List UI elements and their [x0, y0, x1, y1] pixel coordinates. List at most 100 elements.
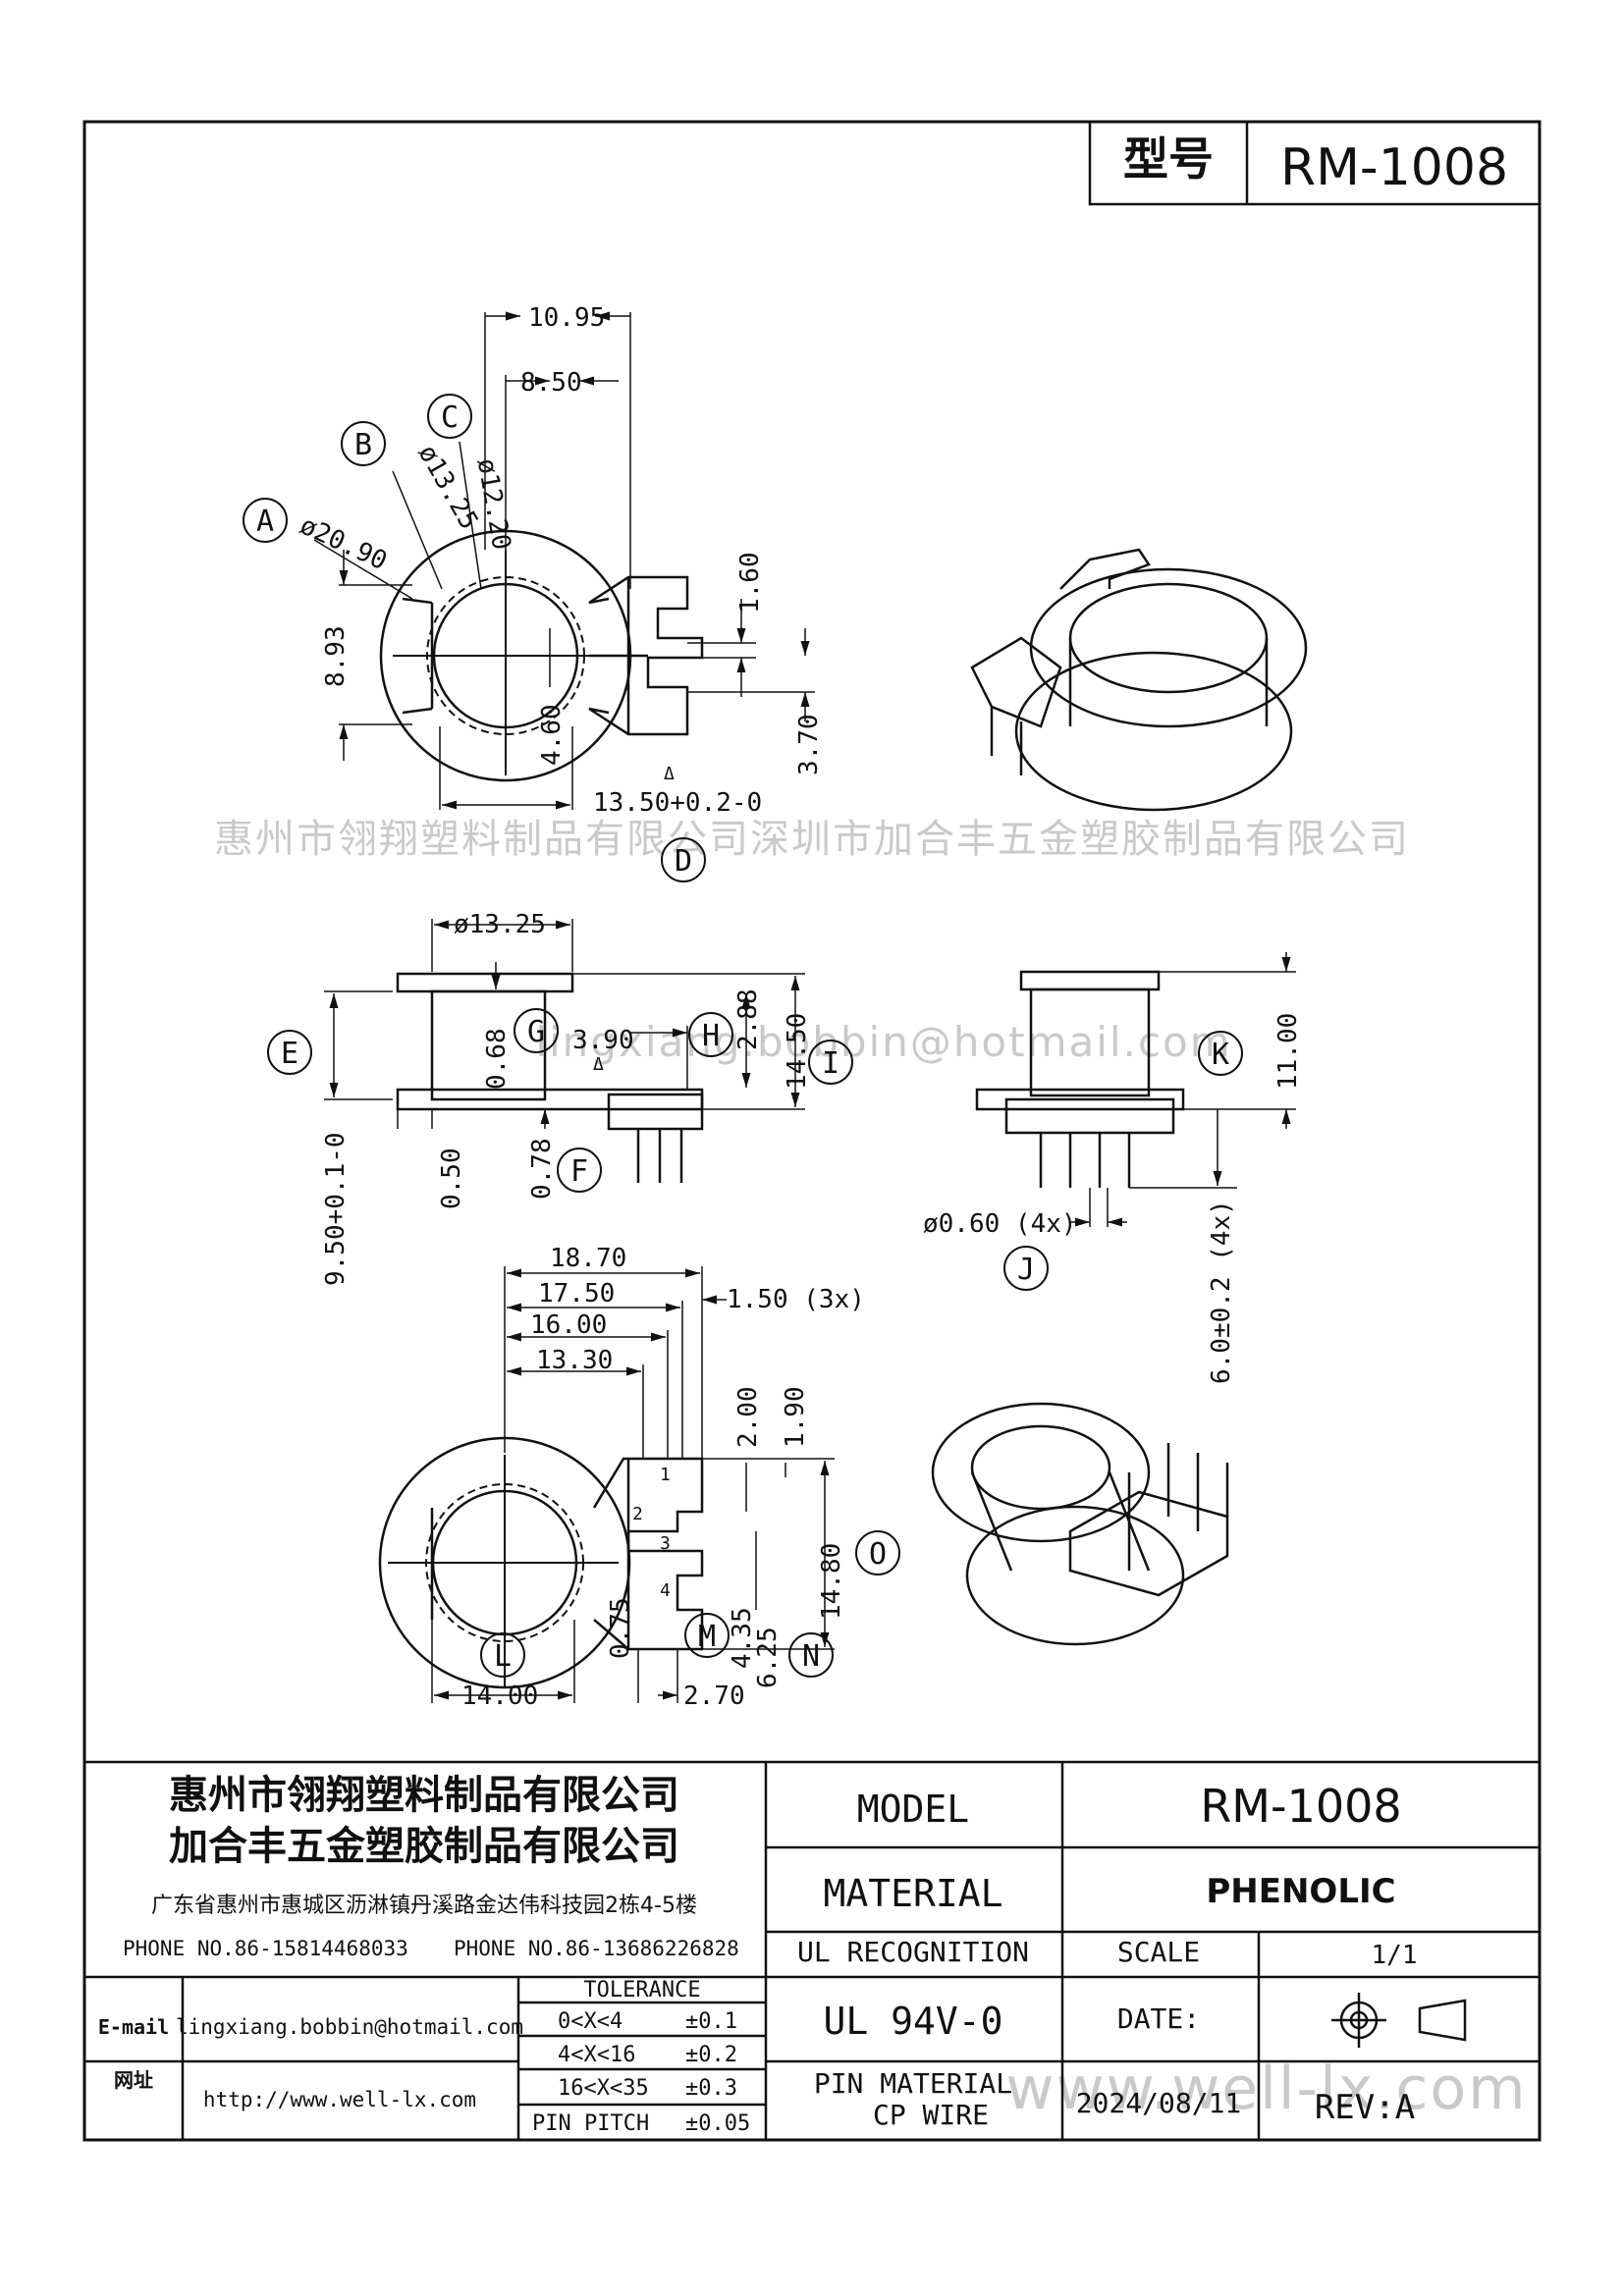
- dim-d12-20: ø12.20: [471, 456, 516, 553]
- delta-mark-2: Δ: [593, 1054, 604, 1075]
- bottom-view-callouts: L M N O: [480, 1530, 900, 1678]
- dim-14-00: 14.00: [461, 1682, 538, 1711]
- dim-16-00: 16.00: [530, 1310, 607, 1340]
- tol-range-1: 0<X<4: [558, 2009, 623, 2034]
- material-value: PHENOLIC: [1206, 1872, 1395, 1911]
- pin-2: 2: [632, 1504, 643, 1524]
- pin-1: 1: [660, 1465, 671, 1485]
- tol-value-4: ±0.05: [685, 2111, 750, 2136]
- material-label: MATERIAL: [823, 1872, 1002, 1915]
- company-address: 广东省惠州市惠城区沥淋镇丹溪路金达伟科技园2栋4-5楼: [151, 1894, 697, 1918]
- callout-m: M: [698, 1620, 716, 1654]
- phone-1: PHONE NO.86-15814468033: [123, 1937, 408, 1960]
- dim-3-70: 3.70: [794, 714, 824, 775]
- title-block-grid: [84, 1760, 1540, 2140]
- dim-11-00: 11.00: [1273, 1013, 1303, 1090]
- callout-a: A: [256, 505, 274, 539]
- web-value: http://www.well-lx.com: [203, 2088, 476, 2111]
- pin-material-label: PIN MATERIAL: [814, 2067, 1012, 2100]
- dim-d13-25: ø13.25: [412, 440, 484, 534]
- dim-0-75: 0.75: [606, 1597, 635, 1659]
- dim-3-90: 3.90: [572, 1026, 634, 1055]
- dim-14-50: 14.50: [783, 1013, 812, 1090]
- model-value: RM-1008: [1200, 1780, 1401, 1833]
- callout-b: B: [354, 428, 372, 462]
- company-2: 加合丰五金塑胶制品有限公司: [169, 1824, 679, 1869]
- bottom-view-labels: 18.70 17.50 16.00 13.30 1.50 (3x) 2.00 1…: [461, 1244, 865, 1711]
- dim-8-50: 8.50: [520, 368, 582, 398]
- dim-2-70: 2.70: [683, 1682, 745, 1711]
- callout-g: G: [527, 1015, 545, 1049]
- dim-13-50: 13.50+0.2-0: [593, 788, 762, 818]
- header-model-value: RM-1008: [1280, 138, 1508, 197]
- callout-n: N: [802, 1639, 820, 1674]
- phone-2: PHONE NO.86-13686226828: [454, 1937, 739, 1960]
- dim-2-88: 2.88: [733, 988, 763, 1050]
- callout-f: F: [570, 1154, 588, 1189]
- dim-8-93: 8.93: [321, 625, 351, 687]
- web-label: 网址: [114, 2068, 153, 2092]
- top-view-callouts: A B C D: [243, 394, 706, 882]
- date-value: 2024/08/11: [1076, 2087, 1242, 2119]
- email-label: E-mail: [98, 2015, 169, 2039]
- rev-value: REV:A: [1315, 2088, 1415, 2127]
- dim-1-60: 1.60: [735, 552, 765, 614]
- pin-material-value: CP WIRE: [873, 2099, 989, 2131]
- tol-value-3: ±0.3: [685, 2076, 737, 2101]
- tol-range-2: 4<X<16: [558, 2043, 635, 2067]
- callout-h: H: [702, 1019, 720, 1053]
- front-view-callouts: E G H I F: [267, 1008, 853, 1193]
- tol-value-1: ±0.1: [685, 2009, 737, 2034]
- dim-d0-60: ø0.60 (4x): [923, 1209, 1077, 1239]
- pin-4: 4: [660, 1580, 671, 1601]
- dim-0-50: 0.50: [437, 1148, 466, 1209]
- header-model-label: 型号: [1123, 133, 1214, 186]
- scale-label: SCALE: [1117, 1936, 1200, 1968]
- dim-1-50: 1.50 (3x): [727, 1285, 865, 1314]
- delta-mark: Δ: [664, 764, 675, 784]
- dim-13-30: 13.30: [536, 1346, 613, 1375]
- projection-symbol-icon: [1331, 1993, 1467, 2048]
- title-block-text: 惠州市翎翔塑料制品有限公司 加合丰五金塑胶制品有限公司 广东省惠州市惠城区沥淋镇…: [98, 1773, 1418, 2136]
- callout-l: L: [494, 1639, 512, 1674]
- dim-10-95: 10.95: [528, 303, 605, 333]
- side-view-dims: [1070, 952, 1296, 1227]
- side-view-callouts: K J: [1003, 1031, 1243, 1291]
- date-label: DATE:: [1117, 2002, 1200, 2035]
- email-value: lingxiang.bobbin@hotmail.com: [176, 2015, 523, 2039]
- watermark-website: www.well-lx.com: [1005, 2055, 1527, 2123]
- callout-k: K: [1212, 1038, 1229, 1072]
- callout-i: I: [822, 1046, 839, 1081]
- dim-0-68: 0.68: [482, 1028, 512, 1090]
- dim-2-00: 2.00: [733, 1386, 763, 1448]
- dim-6-0: 6.0±0.2 (4x): [1207, 1200, 1236, 1384]
- dim-4-60: 4.60: [537, 704, 567, 766]
- callout-j: J: [1017, 1253, 1035, 1287]
- company-1: 惠州市翎翔塑料制品有限公司: [169, 1773, 679, 1818]
- dim-17-50: 17.50: [538, 1279, 615, 1308]
- dim-4-35: 4.35: [728, 1607, 757, 1669]
- front-view: [396, 972, 704, 1183]
- bottom-view-pins: 1 2 3 4: [632, 1465, 671, 1601]
- dim-0-78: 0.78: [527, 1138, 557, 1200]
- watermark-email: lingxiang.bobbin@hotmail.com: [535, 1018, 1231, 1066]
- callout-e: E: [281, 1037, 298, 1071]
- tol-range-4: PIN PITCH: [532, 2111, 649, 2136]
- iso-view-2: [931, 1402, 1229, 1646]
- model-label: MODEL: [857, 1788, 969, 1831]
- dim-14-80: 14.80: [817, 1543, 846, 1620]
- dim-9-50: 9.50+0.1-0: [321, 1132, 351, 1286]
- dim-6-25: 6.25: [753, 1627, 783, 1688]
- ul-label: UL RECOGNITION: [797, 1936, 1029, 1968]
- callout-d: D: [675, 844, 692, 879]
- front-view-dims: [324, 919, 805, 1129]
- bottom-view: [378, 1436, 704, 1689]
- dim-1-90: 1.90: [781, 1386, 810, 1448]
- scale-value: 1/1: [1372, 1941, 1418, 1970]
- iso-view-1: [970, 548, 1308, 812]
- top-view: [379, 529, 704, 782]
- top-view-dims: [313, 311, 815, 810]
- header-model-box: 型号 RM-1008: [1088, 120, 1542, 206]
- bottom-view-dims: [431, 1266, 835, 1703]
